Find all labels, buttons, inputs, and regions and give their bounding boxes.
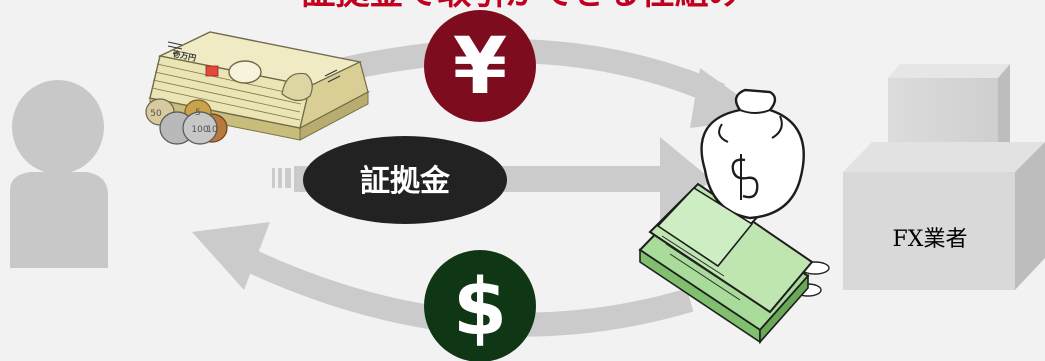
person-icon — [10, 80, 108, 268]
coin-5: 5 — [195, 108, 201, 118]
header-title: 証拠金で取引ができる仕組み — [301, 0, 742, 13]
yen-symbol: ¥ — [453, 22, 507, 112]
coins-icon: 50 100 10 5 — [145, 98, 228, 145]
coin-50: 50 — [150, 109, 162, 119]
broker-label: FX業者 — [893, 227, 968, 252]
margin-label-pill: 証拠金 — [303, 136, 507, 224]
building-box-icon: FX業者 — [843, 64, 1045, 290]
dollar-icon: $ — [424, 250, 536, 361]
money-bag-icon — [638, 88, 830, 345]
banknote-denomination: 壱万円 — [172, 48, 198, 63]
yen-icon: ¥ — [424, 10, 536, 122]
dollar-symbol: $ — [453, 263, 507, 353]
yen-banknotes-icon: 壱万円 — [147, 31, 371, 141]
coin-100: 100 — [191, 125, 208, 135]
coin-10: 10 — [206, 125, 218, 135]
margin-label: 証拠金 — [360, 164, 451, 199]
